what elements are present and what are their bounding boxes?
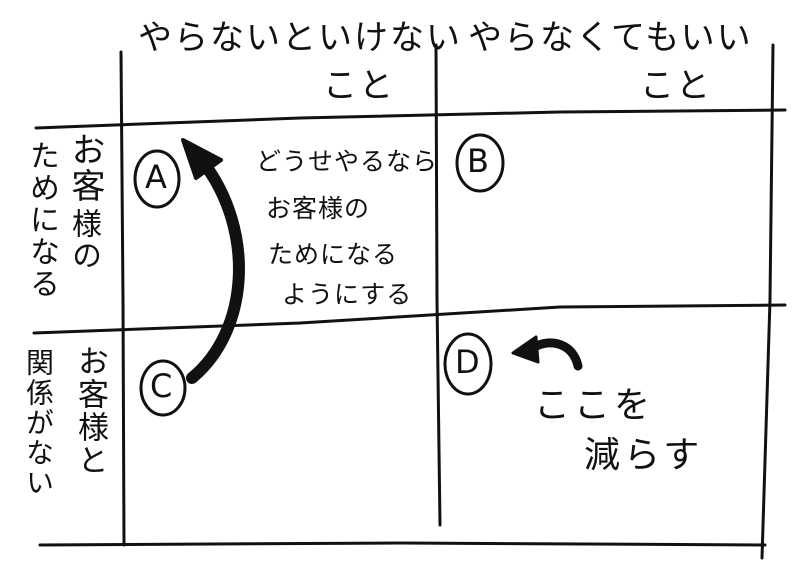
cell-a-circle bbox=[133, 149, 181, 209]
arrow-note-line4: ようにする bbox=[282, 280, 413, 309]
reduce-note-line2: 減らす bbox=[584, 435, 704, 476]
grid-vertical-right bbox=[760, 43, 775, 560]
cell-a-label: A bbox=[145, 158, 167, 196]
row-for-customer-col1b: 様の bbox=[66, 208, 101, 272]
arrow-c-to-a-head bbox=[181, 138, 223, 180]
arrow-note-line2: お客様の bbox=[266, 194, 371, 223]
grid-vertical-middle bbox=[434, 43, 442, 527]
arrow-note-line1: どうせやるなら bbox=[256, 147, 439, 176]
reduce-note-line1: ここを bbox=[534, 385, 655, 426]
grid-horizontal-middle bbox=[32, 303, 787, 335]
cell-c-label: C bbox=[150, 367, 173, 405]
header-optional-line1: やらなくてもいい bbox=[468, 18, 753, 58]
cell-b-label: B bbox=[467, 142, 489, 180]
header-must-do-line2: こと bbox=[323, 66, 395, 106]
cell-d-circle bbox=[443, 332, 493, 396]
row-for-customer-col1: お客 bbox=[65, 132, 105, 204]
row-unrelated-col2: 関係がない bbox=[22, 348, 55, 498]
grid-horizontal-header bbox=[34, 108, 787, 130]
grid-horizontal-bottom bbox=[38, 541, 767, 547]
arrow-to-d-head bbox=[511, 335, 540, 364]
header-optional-line2: こと bbox=[640, 66, 712, 106]
cell-c-circle bbox=[139, 359, 187, 417]
header-must-do-line1: やらないといけない bbox=[138, 18, 462, 58]
row-unrelated-col1: お客様と bbox=[72, 345, 108, 477]
cell-d-label: D bbox=[455, 343, 480, 381]
row-for-customer-col2: ためになる bbox=[24, 140, 59, 300]
cell-b-circle bbox=[455, 133, 505, 193]
arrow-c-to-a bbox=[186, 156, 245, 384]
grid-vertical-left bbox=[119, 50, 126, 547]
arrow-note-line3: ためになる bbox=[268, 240, 399, 269]
